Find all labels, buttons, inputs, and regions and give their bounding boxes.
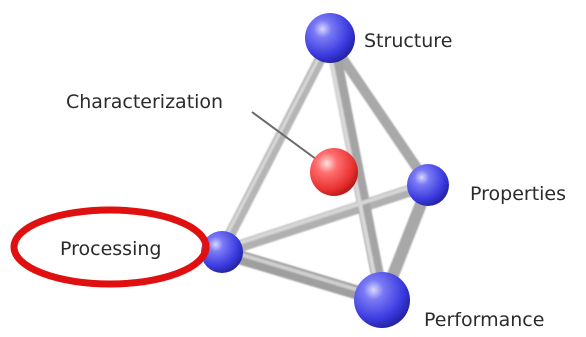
- edge-processing-properties: [216, 180, 430, 258]
- characterization-node: [310, 148, 358, 196]
- performance-label: Performance: [424, 309, 544, 331]
- edge-structure-properties: [325, 35, 433, 189]
- characterization-pointer: [251, 111, 321, 163]
- performance-node: [354, 272, 410, 328]
- characterization-label: Characterization: [66, 91, 223, 113]
- properties-node: [407, 164, 449, 206]
- structure-node: [305, 13, 355, 63]
- structure-label: Structure: [364, 30, 452, 52]
- properties-label: Properties: [470, 183, 566, 205]
- processing-label: Processing: [60, 238, 161, 260]
- edge-structure-processing: [216, 34, 336, 256]
- processing-node: [201, 231, 243, 273]
- processing-highlight-ring: [10, 206, 210, 288]
